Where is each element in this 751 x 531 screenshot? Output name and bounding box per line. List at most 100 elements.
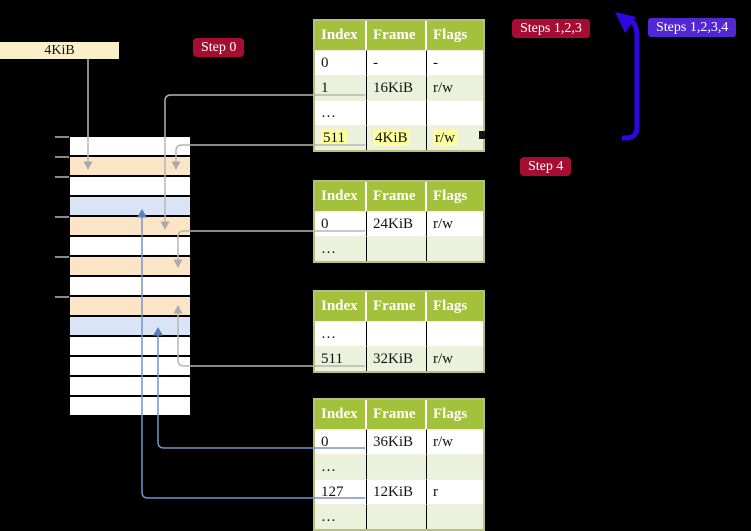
cell-value: 511 (321, 351, 343, 367)
memory-frame-pagetable (70, 257, 190, 277)
column-header: Index (315, 21, 367, 50)
cell-value: 12KiB (373, 484, 414, 500)
table-cell (427, 454, 483, 479)
memory-frame-white (70, 137, 190, 157)
steps-1234-badge: Steps 1,2,3,4 (648, 18, 737, 37)
cell-value: r/w (433, 351, 453, 367)
step-0-badge: Step 0 (193, 38, 245, 57)
cell-value: r (433, 484, 438, 500)
cell-value: … (321, 105, 336, 121)
table-cell (427, 504, 483, 529)
memory-frame-white (70, 177, 190, 197)
column-header: Index (315, 292, 367, 321)
table-cell (427, 321, 483, 346)
cell-value: 127 (321, 484, 344, 500)
table-cell: 4KiB (367, 125, 427, 150)
table-cell (367, 454, 427, 479)
cell-value: r/w (433, 80, 453, 96)
table-cell: r/w (427, 125, 483, 150)
cell-value: 0 (321, 434, 329, 450)
memory-tick (55, 156, 69, 158)
column-header: Frame (367, 400, 427, 429)
table-cell (367, 504, 427, 529)
cell-value: … (321, 459, 336, 475)
memory-frame-white (70, 377, 190, 397)
memory-tick (55, 296, 69, 298)
table-cell: 16KiB (367, 75, 427, 100)
memory-frame-white (70, 357, 190, 377)
column-header: Frame (367, 292, 427, 321)
memory-frame-white (70, 337, 190, 357)
memory-frame-page (70, 317, 190, 337)
table-cell (427, 100, 483, 125)
memory-frame-pagetable (70, 217, 190, 237)
column-header: Flags (427, 400, 483, 429)
cell-value: - (373, 55, 378, 71)
step-4-badge: Step 4 (520, 157, 572, 176)
column-header: Frame (367, 21, 427, 50)
table-cell: 1 (315, 75, 367, 100)
table-cell: 511 (315, 125, 367, 150)
memory-frame-white (70, 237, 190, 257)
memory-tick (55, 176, 69, 178)
table-cell: 0 (315, 211, 367, 236)
memory-tick (55, 216, 69, 218)
table-cell: … (315, 236, 367, 261)
cell-value: … (321, 241, 336, 257)
table-cell: r/w (427, 429, 483, 454)
cell-value: 36KiB (373, 434, 414, 450)
table-cell: 0 (315, 50, 367, 75)
table-cell: r (427, 479, 483, 504)
cell-value: 0 (321, 55, 329, 71)
memory-frame-page (70, 197, 190, 217)
cell-value: 4KiB (373, 130, 410, 146)
memory-frame-pagetable (70, 157, 190, 177)
column-header: Frame (367, 182, 427, 211)
table-cell (367, 100, 427, 125)
column-header: Index (315, 400, 367, 429)
table-cell (367, 236, 427, 261)
table-cell: r/w (427, 75, 483, 100)
table-cell: - (427, 50, 483, 75)
loop-arrowhead (615, 12, 636, 33)
memory-frame-white (70, 277, 190, 297)
table-cell: r/w (427, 346, 483, 371)
cell-value: … (321, 326, 336, 342)
memory-frame-white (70, 397, 190, 417)
cell-value: 511 (321, 130, 347, 146)
memory-frame-pagetable (70, 297, 190, 317)
frame-size-label: 4KiB (0, 42, 119, 59)
memory-tick (55, 136, 69, 138)
cell-value: - (433, 55, 438, 71)
cell-value: r/w (433, 216, 453, 232)
table-cell: 127 (315, 479, 367, 504)
table-cell: 24KiB (367, 211, 427, 236)
table-cell: … (315, 321, 367, 346)
column-header: Index (315, 182, 367, 211)
cell-value: … (321, 509, 336, 525)
table-cell: - (367, 50, 427, 75)
table-cell: 32KiB (367, 346, 427, 371)
table-cell: … (315, 454, 367, 479)
cell-value: 0 (321, 216, 329, 232)
physical-memory-column (70, 137, 190, 417)
table-cell: … (315, 100, 367, 125)
table-cell (427, 236, 483, 261)
table-cell: 0 (315, 429, 367, 454)
column-header: Flags (427, 292, 483, 321)
cell-value: 32KiB (373, 351, 414, 367)
table-cell: r/w (427, 211, 483, 236)
table-cell: 511 (315, 346, 367, 371)
steps-123-badge: Steps 1,2,3 (512, 19, 590, 38)
cell-value: 1 (321, 80, 329, 96)
memory-tick (55, 256, 69, 258)
cell-value: r/w (433, 434, 453, 450)
loop-arrow (622, 17, 640, 141)
column-header: Flags (427, 21, 483, 50)
table-cell: 36KiB (367, 429, 427, 454)
